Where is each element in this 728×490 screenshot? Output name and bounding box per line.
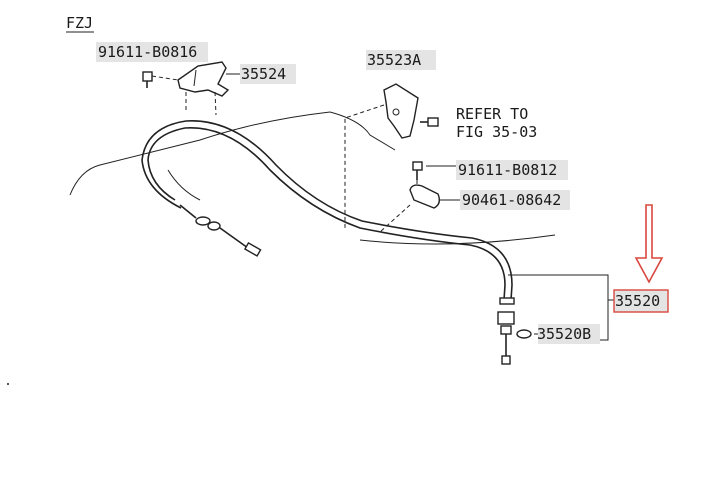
down-arrow-icon — [634, 204, 664, 284]
part-label-35524[interactable]: 35524 — [241, 65, 286, 83]
refer-fig-number[interactable]: 35-03 — [492, 123, 537, 141]
refer-to-line2: FIG 35-03 — [456, 123, 537, 141]
highlight-box — [613, 289, 669, 313]
stray-dot — [7, 383, 9, 385]
bolt-right-icon — [412, 161, 423, 180]
part-label-35523a[interactable]: 35523A — [367, 51, 421, 69]
bolt-top-icon — [142, 71, 153, 88]
refer-fig-prefix: FIG — [456, 123, 492, 141]
bracket-35524 — [177, 61, 230, 97]
part-label-91611-b0816[interactable]: 91611-B0816 — [98, 43, 197, 61]
part-label-90461-08642[interactable]: 90461-08642 — [462, 191, 561, 209]
clamp-90461 — [409, 184, 441, 209]
cable-35520 — [141, 120, 515, 365]
oring-35520b-icon — [516, 329, 532, 339]
plate-35523a — [383, 83, 419, 139]
refer-to-line1: REFER TO — [456, 105, 528, 123]
model-label: FZJ — [66, 14, 93, 32]
part-label-91611-b0812[interactable]: 91611-B0812 — [458, 161, 557, 179]
part-label-35520[interactable]: 35520 — [615, 292, 660, 310]
bolt-plate-icon — [420, 117, 439, 127]
callout-bracket — [508, 274, 609, 341]
part-label-35520b[interactable]: 35520B — [537, 325, 591, 343]
